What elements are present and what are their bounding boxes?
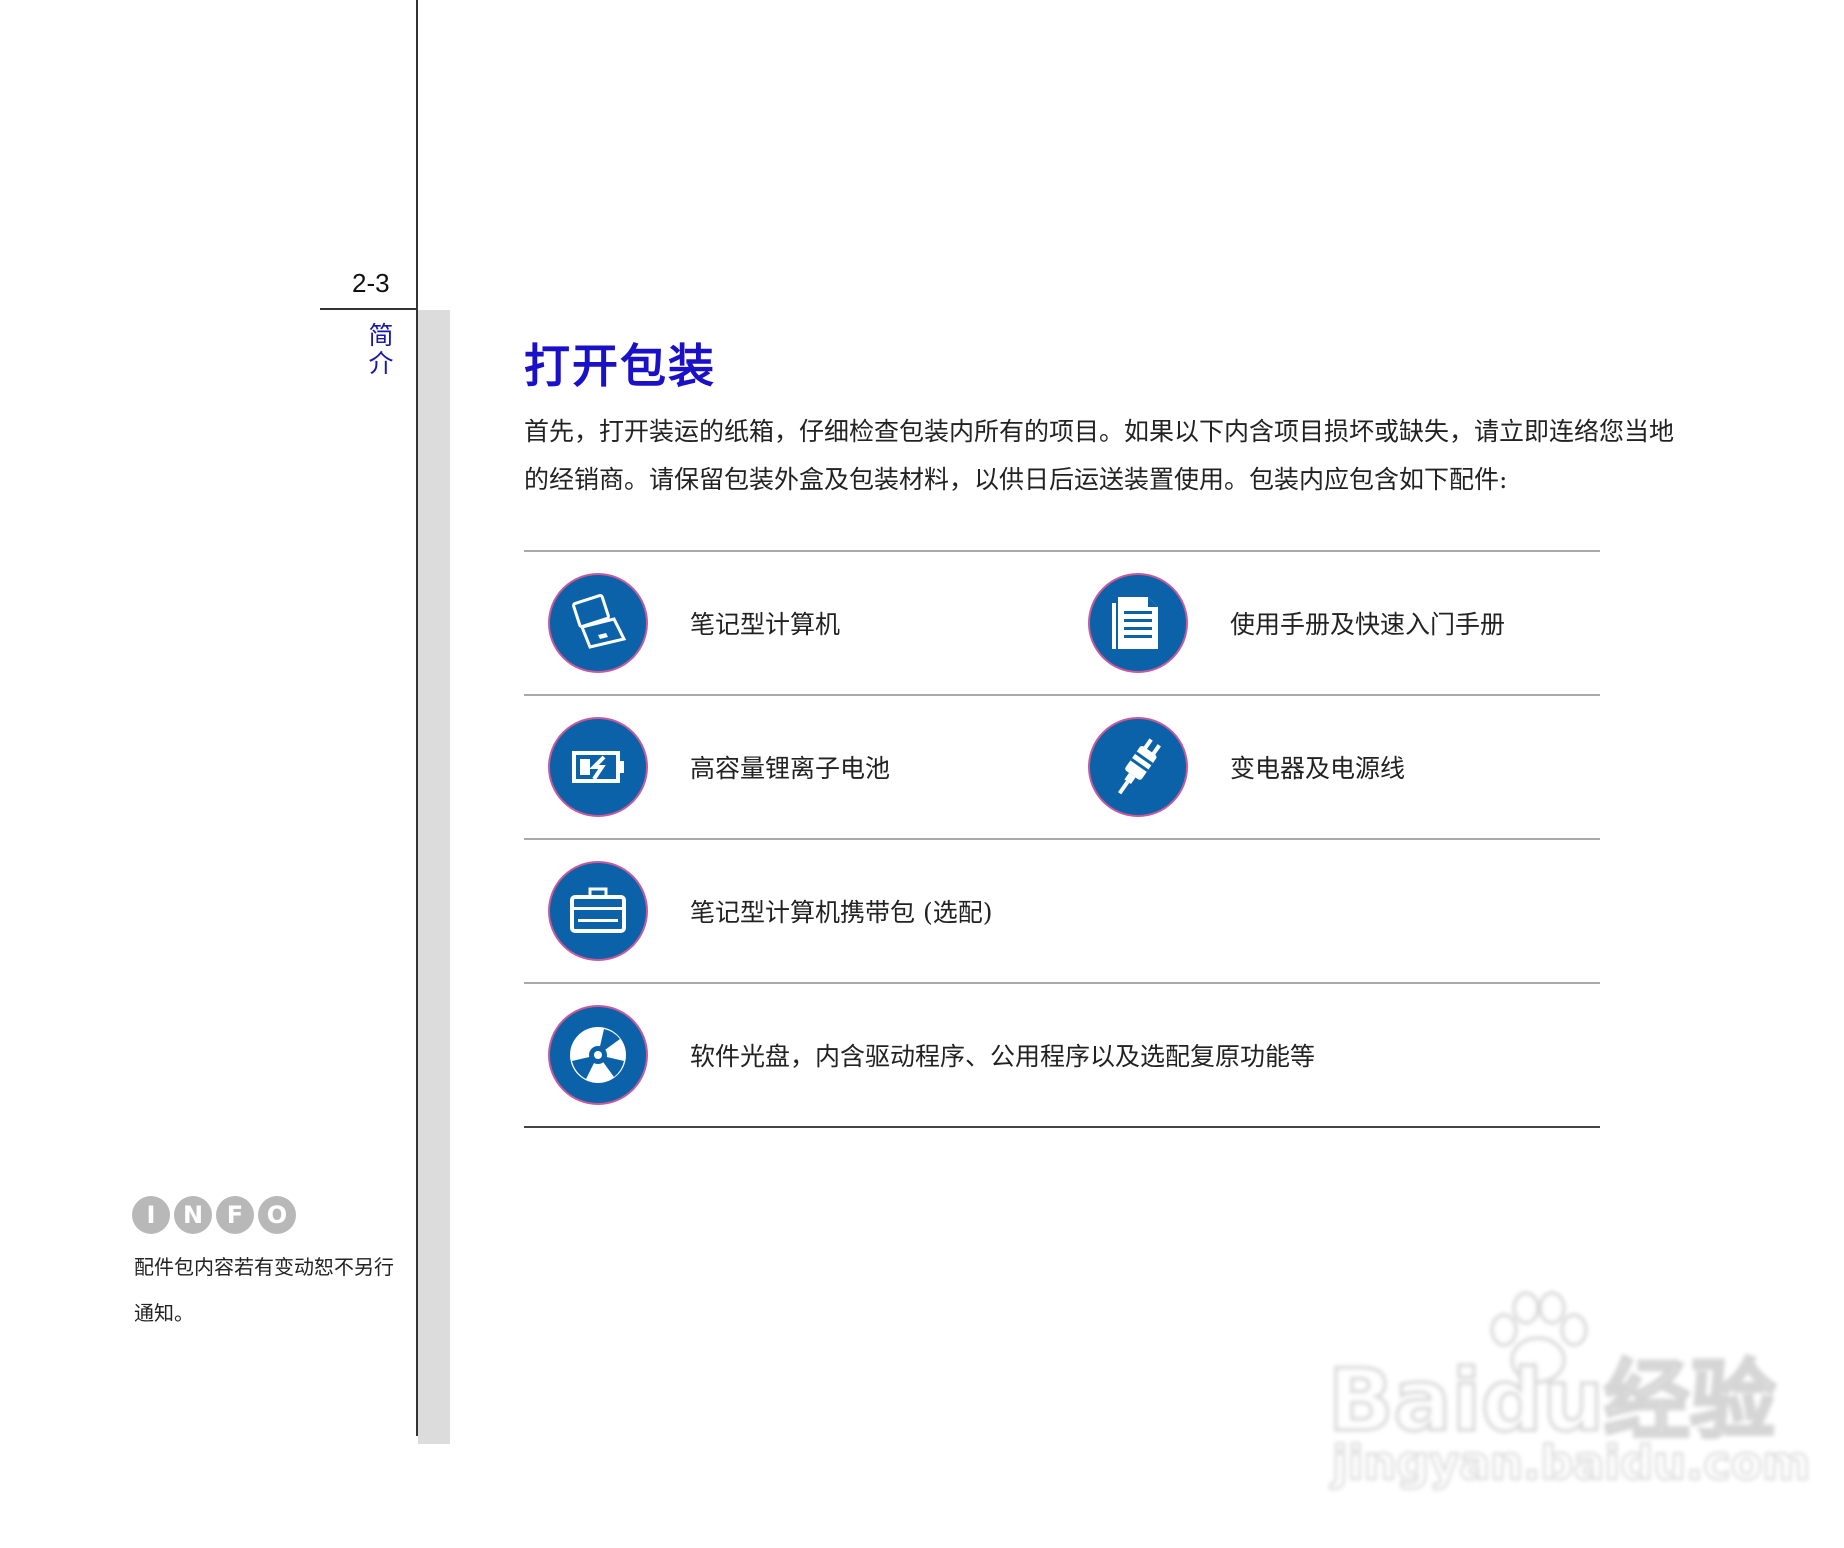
baidu-watermark: Baidu经验 jingyan.baidu.com: [1327, 1290, 1811, 1500]
item-label: 变电器及电源线: [1230, 754, 1406, 783]
list-item: 高容量锂离子电池: [548, 696, 890, 838]
paw-icon: [1490, 1291, 1588, 1384]
list-item: 笔记型计算机携带包 (选配): [548, 840, 992, 982]
list-item: 笔记型计算机: [548, 552, 840, 694]
page-title: 打开包装: [524, 339, 716, 393]
item-label: 软件光盘，内含驱动程序、公用程序以及选配复原功能等: [690, 1042, 1316, 1071]
document-icon: [1088, 573, 1188, 673]
info-letter: N: [174, 1196, 212, 1234]
table-row: 软件光盘，内含驱动程序、公用程序以及选配复原功能等: [524, 984, 1600, 1128]
page-number-rule: [320, 308, 418, 310]
watermark-main-text: Baidu经验: [1327, 1350, 1778, 1453]
table-row: 笔记型计算机携带包 (选配): [524, 840, 1600, 984]
section-label: 简介: [368, 321, 394, 378]
info-letter: I: [132, 1196, 170, 1234]
item-label: 高容量锂离子电池: [690, 754, 891, 783]
info-letter: F: [216, 1196, 254, 1234]
carry-bag-icon: [548, 861, 648, 961]
intro-paragraph: 首先，打开装运的纸箱，仔细检查包装内所有的项目。如果以下内含项目损坏或缺失，请立…: [524, 417, 1675, 494]
package-items-table: 笔记型计算机 使用手册及快速入门手册: [524, 550, 1600, 1128]
table-row: 高容量锂离子电池 变电器及电源线: [524, 696, 1600, 840]
watermark-url-text: jingyan.baidu.com: [1331, 1435, 1811, 1491]
list-item: 使用手册及快速入门手册: [1088, 552, 1505, 694]
info-badge: I N F O: [132, 1196, 296, 1234]
page-number: 2-3: [352, 268, 390, 298]
list-item: 变电器及电源线: [1088, 696, 1405, 838]
page-divider-line: [416, 0, 418, 1436]
cd-disc-icon: [548, 1005, 648, 1105]
list-item: 软件光盘，内含驱动程序、公用程序以及选配复原功能等: [548, 984, 1315, 1126]
laptop-icon: [548, 573, 648, 673]
side-gray-band: [418, 310, 450, 1444]
item-label: 笔记型计算机: [690, 610, 841, 639]
info-letter: O: [258, 1196, 296, 1234]
info-note: 配件包内容若有变动恕不另行通知。: [134, 1255, 394, 1325]
table-row: 笔记型计算机 使用手册及快速入门手册: [524, 552, 1600, 696]
item-label: 使用手册及快速入门手册: [1230, 610, 1506, 639]
battery-icon: [548, 717, 648, 817]
item-label: 笔记型计算机携带包 (选配): [690, 898, 993, 927]
power-plug-icon: [1088, 717, 1188, 817]
